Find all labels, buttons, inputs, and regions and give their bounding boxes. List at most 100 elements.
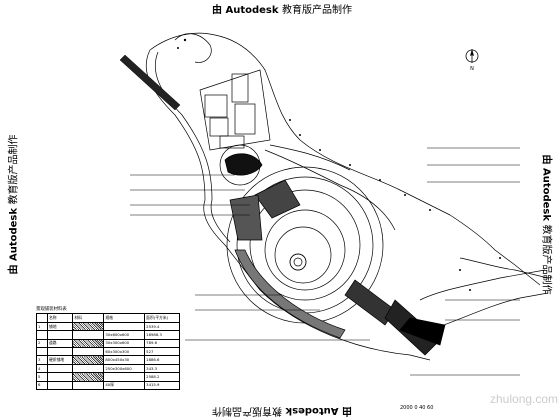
tree-dot bbox=[319, 149, 321, 151]
legend-cell-spec: 60x300x300 bbox=[103, 346, 146, 357]
building-2 bbox=[204, 94, 228, 118]
tree-dot bbox=[459, 269, 461, 271]
north-label: N bbox=[470, 66, 474, 72]
site-boundary-left bbox=[145, 49, 431, 361]
ramp-left bbox=[229, 194, 263, 241]
legend-cell-area: 2588.2 bbox=[144, 372, 180, 382]
tree-dot bbox=[469, 289, 471, 291]
legend-cell-spec bbox=[103, 321, 146, 332]
legend-header-num bbox=[36, 313, 48, 323]
legend-cell-spec: 30x300x600 bbox=[103, 338, 146, 348]
road-strip bbox=[119, 54, 181, 111]
legend-swatch bbox=[72, 346, 105, 357]
winding-path-2 bbox=[269, 144, 351, 171]
paving-legend: 景观铺装材料表 名称 材料 规格 面积(平方米) 1 铺地 2539.4 30x… bbox=[36, 307, 180, 390]
plaza-center-inner bbox=[293, 257, 303, 267]
legend-row: 1 铺地 2539.4 bbox=[36, 321, 180, 332]
legend-title: 景观铺装材料表 bbox=[36, 307, 67, 312]
north-arrow-icon: N bbox=[465, 49, 479, 72]
legend-swatch bbox=[72, 355, 105, 365]
legend-cell-area: 527 bbox=[144, 346, 180, 357]
legend-header-name: 名称 bbox=[46, 313, 74, 323]
legend-cell-spec bbox=[103, 372, 146, 382]
legend-cell-name: 硬质铺地 bbox=[46, 355, 74, 365]
plaza-ring-4 bbox=[264, 209, 346, 291]
legend-cell-area: 789.6 bbox=[144, 338, 180, 348]
bottom-terrace bbox=[399, 317, 446, 346]
legend-cell-spec: 40厚 bbox=[103, 380, 146, 390]
site-boundary-left-inner bbox=[154, 51, 231, 243]
legend-row: 2 道路 30x300x600 789.6 bbox=[36, 338, 180, 348]
legend-cell-area: 343.3 bbox=[144, 363, 180, 374]
bottom-strip bbox=[234, 249, 346, 339]
building-3 bbox=[209, 117, 229, 137]
legend-row: 4 250x300x600 343.3 bbox=[36, 363, 180, 374]
tree-dot bbox=[299, 134, 301, 136]
legend-cell-area: 1886.6 bbox=[144, 355, 180, 365]
plaza-ring-5 bbox=[274, 226, 332, 284]
tree-dot bbox=[499, 257, 501, 259]
tree-dot bbox=[379, 179, 381, 181]
legend-swatch bbox=[72, 363, 105, 374]
legend-row: 60x300x300 527 bbox=[36, 346, 180, 357]
site-boundary-right bbox=[449, 214, 541, 286]
legend-cell-num: 3 bbox=[36, 355, 48, 365]
building-4 bbox=[234, 103, 256, 135]
legend-cell-num: 5 bbox=[36, 372, 48, 382]
legend-cell-spec: 250x300x600 bbox=[103, 363, 146, 374]
ramp-top bbox=[254, 179, 301, 219]
pond-edge bbox=[174, 33, 212, 63]
ramp-right bbox=[344, 279, 396, 326]
tree-dot bbox=[349, 164, 351, 166]
legend-row: 5 2588.2 bbox=[36, 372, 180, 382]
legend-cell-name bbox=[46, 380, 74, 390]
legend-cell-area: 2539.4 bbox=[144, 321, 180, 332]
legend-swatch bbox=[72, 338, 105, 348]
building-outline bbox=[199, 69, 271, 151]
legend-table: 名称 材料 规格 面积(平方米) 1 铺地 2539.4 30x600x600 … bbox=[36, 313, 180, 390]
tree-dot bbox=[404, 194, 406, 196]
building-1 bbox=[231, 73, 249, 103]
legend-row: 6 40厚 3415.9 bbox=[36, 380, 180, 390]
legend-swatch bbox=[72, 372, 105, 382]
tree-dot bbox=[177, 47, 179, 49]
tree-dot bbox=[289, 119, 291, 121]
building-5 bbox=[219, 135, 245, 149]
legend-row: 3 硬质铺地 800x450x30 1886.6 bbox=[36, 355, 180, 365]
legend-swatch bbox=[72, 380, 105, 390]
legend-cell-spec: 800x450x30 bbox=[103, 355, 146, 365]
autodesk-stamp-top: 由 Autodesk 教育版产品制作 bbox=[212, 5, 353, 16]
legend-row: 30x600x600 18986.3 bbox=[36, 330, 180, 340]
plaza-ring-3 bbox=[249, 189, 361, 301]
legend-cell-name: 铺地 bbox=[46, 321, 74, 332]
legend-cell-num: 6 bbox=[36, 380, 48, 390]
legend-cell-num: 1 bbox=[36, 321, 48, 332]
legend-cell-name: 道路 bbox=[46, 338, 74, 348]
plaza-outer-ring bbox=[226, 166, 384, 324]
site-boundary-top bbox=[149, 32, 451, 216]
site-boundary-right2 bbox=[459, 257, 549, 279]
legend-cell-name bbox=[46, 330, 74, 340]
legend-cell-num: 4 bbox=[36, 363, 48, 374]
legend-cell-name bbox=[46, 372, 74, 382]
legend-cell-area: 3415.9 bbox=[144, 380, 180, 390]
legend-header-row: 名称 材料 规格 面积(平方米) bbox=[36, 313, 180, 323]
winding-path bbox=[264, 149, 396, 231]
legend-cell-area: 18986.3 bbox=[144, 330, 180, 340]
legend-cell-num bbox=[36, 346, 48, 357]
river-edge-2 bbox=[429, 292, 549, 331]
legend-cell-num: 2 bbox=[36, 338, 48, 348]
legend-cell-spec: 30x600x600 bbox=[103, 330, 146, 340]
legend-header-spec: 规格 bbox=[103, 313, 146, 323]
legend-swatch bbox=[72, 330, 105, 340]
legend-cell-name bbox=[46, 346, 74, 357]
plaza-center bbox=[289, 253, 307, 271]
legend-cell-num bbox=[36, 330, 48, 340]
legend-header-material: 材料 bbox=[72, 313, 105, 323]
legend-swatch bbox=[72, 321, 105, 332]
river-edge bbox=[419, 269, 546, 301]
watermark: zhulong.com bbox=[490, 392, 559, 406]
legend-header-area: 面积(平方米) bbox=[144, 313, 180, 323]
tree-dot bbox=[429, 209, 431, 211]
